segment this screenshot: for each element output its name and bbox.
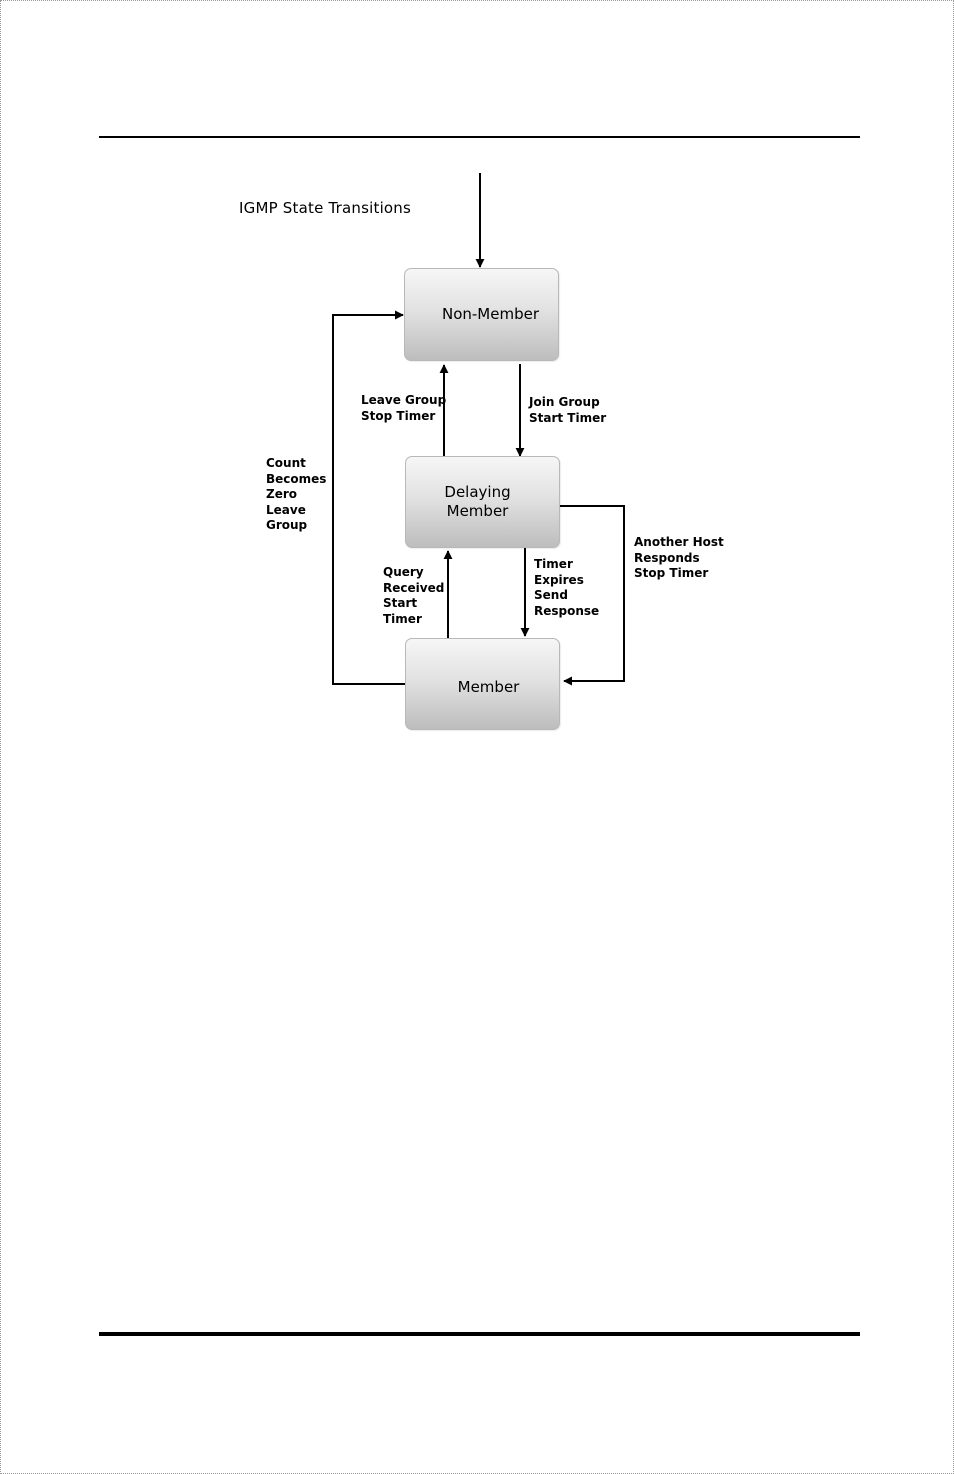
label-count-zero: Count Becomes Zero Leave Group [266,456,327,532]
label-timer-expires: Timer Expires Send Response [534,557,600,618]
state-label: Delaying Member [444,483,511,520]
footer-rule [99,1332,860,1336]
label-query-received: Query Received Start Timer [383,565,445,626]
label-join-group: Join Group Start Timer [529,395,607,425]
label-leave-group: Leave Group Stop Timer [361,393,447,423]
state-non-member: Non-Member [404,268,559,361]
count-zero-arrow [332,310,405,685]
state-member: Member [405,638,560,730]
diagram-title: IGMP State Transitions [239,199,412,217]
state-delaying-member: Delaying Member [405,456,560,548]
state-label: Non-Member [441,305,540,323]
header-rule [99,136,860,138]
label-another-host: Another Host Responds Stop Timer [634,535,724,580]
another-host-arrow [560,505,625,686]
state-label: Member [457,677,520,696]
